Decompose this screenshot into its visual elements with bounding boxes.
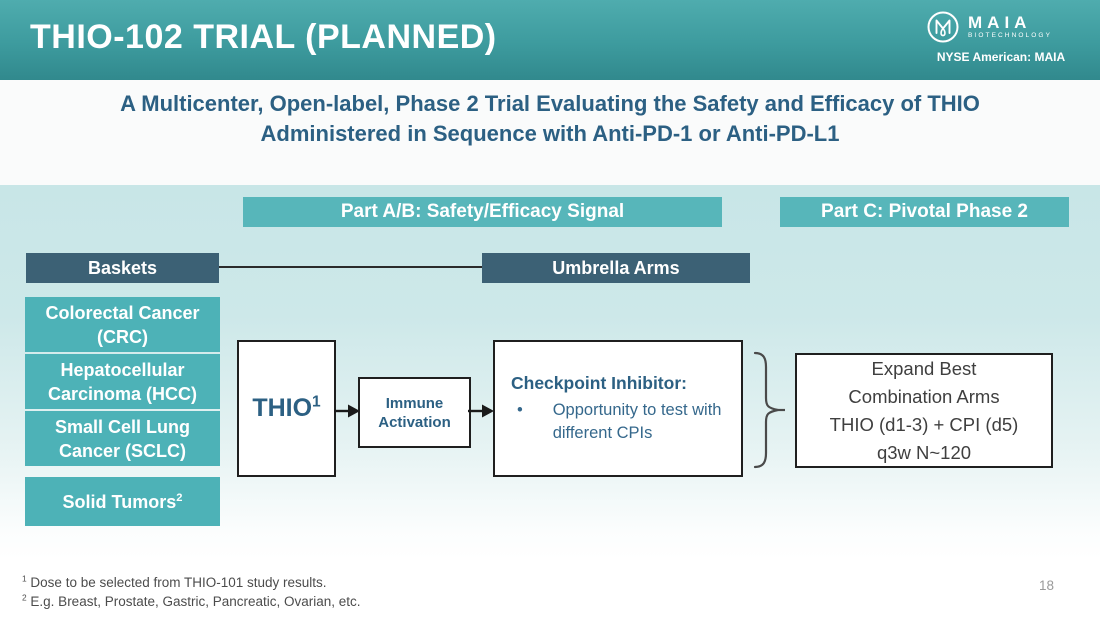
expand-arms-box: Expand Best Combination Arms THIO (d1-3)…: [795, 353, 1053, 468]
arrow-immune-to-checkpoint: [468, 404, 494, 418]
thio-box: THIO1: [237, 340, 336, 477]
baskets-umbrella-connector-line: [219, 266, 482, 268]
slide-subtitle: A Multicenter, Open-label, Phase 2 Trial…: [120, 91, 980, 146]
footnotes: 1 Dose to be selected from THIO-101 stud…: [22, 573, 361, 611]
company-logo: MAIA BIOTECHNOLOGY NYSE American: MAIA: [926, 10, 1076, 64]
curly-brace: [753, 351, 785, 469]
basket-label: Solid Tumors2: [62, 491, 183, 512]
logo-brand-text: MAIA: [968, 13, 1032, 32]
expand-line-2: Combination Arms: [848, 385, 1000, 407]
logo-subtitle-text: BIOTECHNOLOGY: [968, 32, 1053, 39]
maia-monogram-icon: [927, 11, 959, 43]
page-title: THIO-102 TRIAL (PLANNED): [30, 18, 497, 56]
basket-label: Hepatocellular Carcinoma (HCC): [47, 359, 198, 404]
subtitle-band: A Multicenter, Open-label, Phase 2 Trial…: [0, 80, 1100, 185]
basket-label: Small Cell Lung Cancer (SCLC): [54, 416, 191, 461]
part-ab-header: Part A/B: Safety/Efficacy Signal: [243, 197, 722, 227]
arrow-thio-to-immune: [334, 404, 360, 418]
immune-activation-box: Immune Activation: [358, 377, 471, 448]
basket-item-hcc: Hepatocellular Carcinoma (HCC): [25, 354, 220, 409]
trial-diagram: Part A/B: Safety/Efficacy Signal Part C:…: [0, 185, 1100, 560]
page-number: 18: [1038, 578, 1054, 593]
ticker-label: NYSE American: MAIA: [936, 50, 1066, 64]
checkpoint-inhibitor-box: Checkpoint Inhibitor: • Opportunity to t…: [493, 340, 743, 477]
header-bar: THIO-102 TRIAL (PLANNED) MAIA BIOTECHNOL…: [0, 0, 1100, 80]
expand-line-3: THIO (d1-3) + CPI (d5): [829, 413, 1019, 435]
bullet-icon: •: [517, 400, 523, 419]
expand-line-1: Expand Best: [871, 357, 977, 379]
checkpoint-heading: Checkpoint Inhibitor:: [511, 372, 687, 393]
expand-line-4: q3w N~120: [876, 441, 972, 463]
baskets-header: Baskets: [26, 253, 219, 283]
basket-item-solid-tumors: Solid Tumors2: [25, 477, 220, 526]
basket-label: Colorectal Cancer (CRC): [45, 302, 200, 347]
checkpoint-bullet: • Opportunity to test with different CPI…: [511, 399, 729, 445]
basket-item-sclc: Small Cell Lung Cancer (SCLC): [25, 411, 220, 466]
footnote-2: 2 E.g. Breast, Prostate, Gastric, Pancre…: [22, 592, 361, 609]
basket-item-crc: Colorectal Cancer (CRC): [25, 297, 220, 352]
umbrella-arms-header: Umbrella Arms: [482, 253, 750, 283]
footnote-1: 1 Dose to be selected from THIO-101 stud…: [22, 573, 327, 590]
part-c-header: Part C: Pivotal Phase 2: [780, 197, 1069, 227]
thio-label: THIO1: [252, 393, 321, 422]
